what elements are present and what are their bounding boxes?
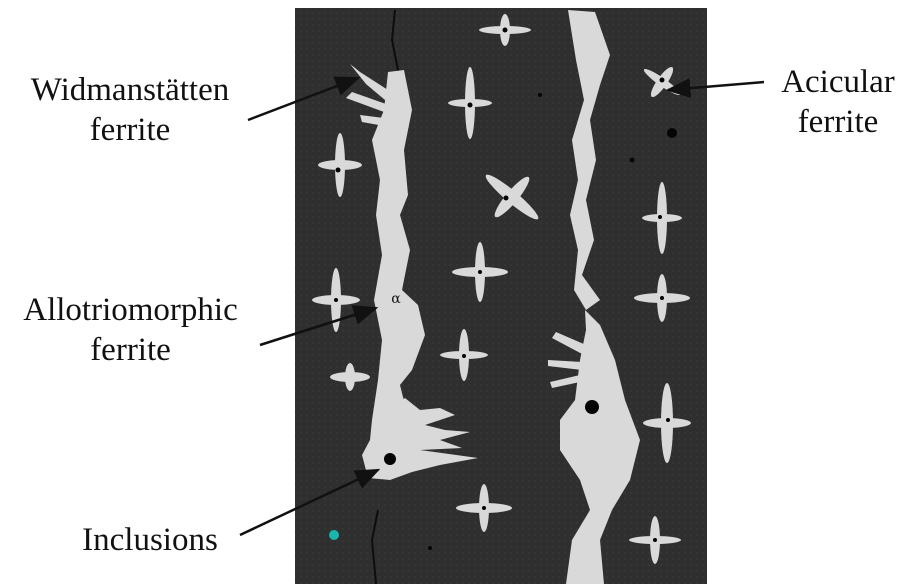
inclusion-dot xyxy=(462,354,466,358)
inclusion-dot xyxy=(653,538,657,542)
inclusion-dot xyxy=(503,28,508,33)
inclusion-dot xyxy=(660,78,665,83)
inclusion-dot xyxy=(630,158,635,163)
inclusion-dot xyxy=(336,168,341,173)
inclusion-dot xyxy=(478,270,482,274)
inclusion-dot xyxy=(660,296,664,300)
inclusion-dot xyxy=(482,506,486,510)
inclusion-dot xyxy=(334,298,338,302)
stray-dot xyxy=(329,530,339,540)
inclusion-dot xyxy=(585,400,599,414)
inclusion-dot xyxy=(428,546,432,550)
inclusion-dot xyxy=(468,103,473,108)
inclusion-dot xyxy=(504,196,509,201)
inclusion-dot xyxy=(666,418,670,422)
inclusion-dot xyxy=(384,453,396,465)
alpha-symbol: α xyxy=(391,291,401,307)
inclusion-dot xyxy=(538,93,542,97)
inclusion-dot xyxy=(667,128,677,138)
inclusion-dot xyxy=(658,215,662,219)
